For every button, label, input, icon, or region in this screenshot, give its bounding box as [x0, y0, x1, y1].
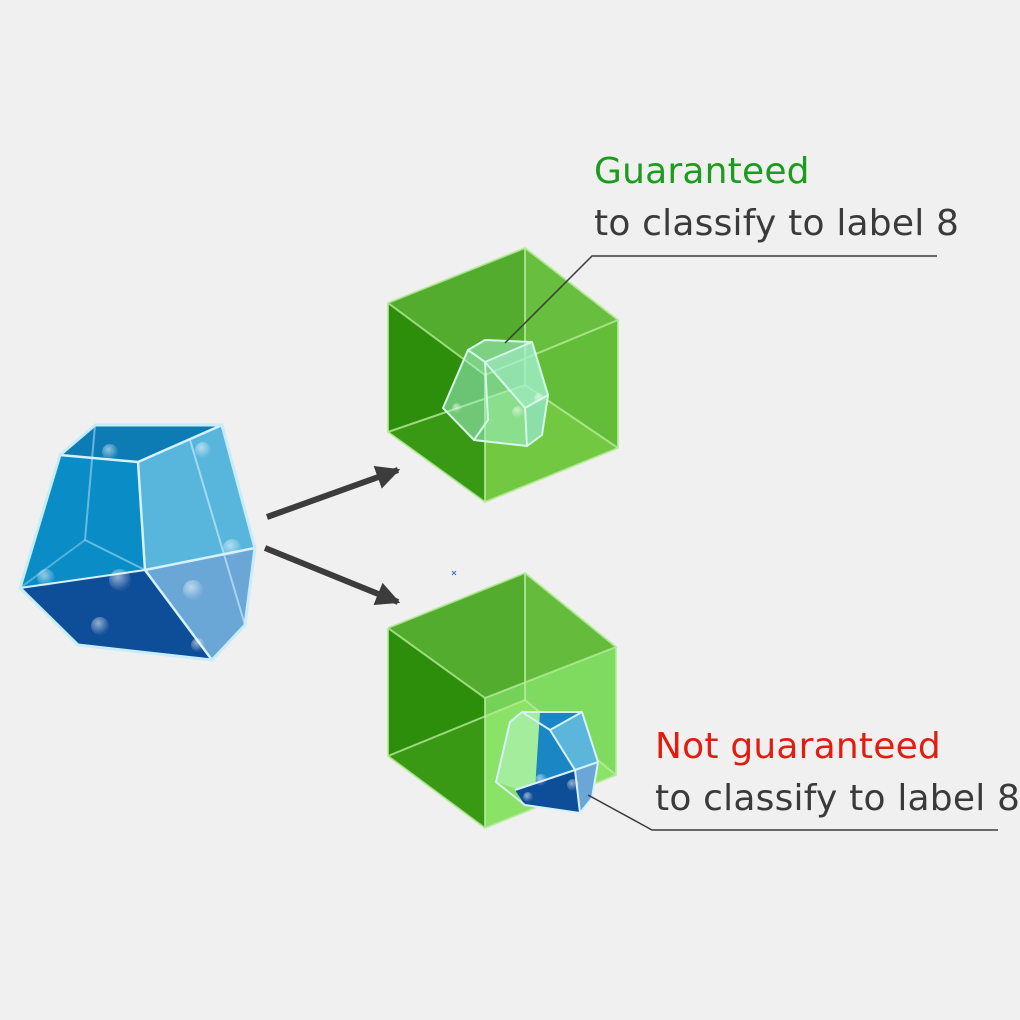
- cross-mark-icon: [451, 570, 457, 576]
- bottom-leader-line: [587, 794, 998, 831]
- guaranteed-text: to classify to label 8: [594, 203, 960, 244]
- bottom-annotation: Not guaranteed to classify to label 8: [655, 721, 1020, 825]
- guaranteed-heading: Guaranteed: [594, 151, 810, 192]
- top-inner-polyhedron-icon: [441, 338, 550, 448]
- top-annotation: Guaranteed to classify to label 8: [594, 146, 959, 250]
- top-leader-line: [504, 255, 937, 344]
- not-guaranteed-heading: Not guaranteed: [655, 726, 941, 767]
- arrow-to-top-icon: [265, 465, 401, 520]
- top-cube-icon: [387, 246, 620, 504]
- input-polyhedron-icon: [18, 423, 257, 662]
- not-guaranteed-text: to classify to label 8: [655, 778, 1020, 819]
- bottom-inner-polyhedron-icon: [494, 711, 600, 815]
- arrow-to-bottom-icon: [263, 545, 401, 605]
- bottom-cube-icon: [387, 571, 618, 830]
